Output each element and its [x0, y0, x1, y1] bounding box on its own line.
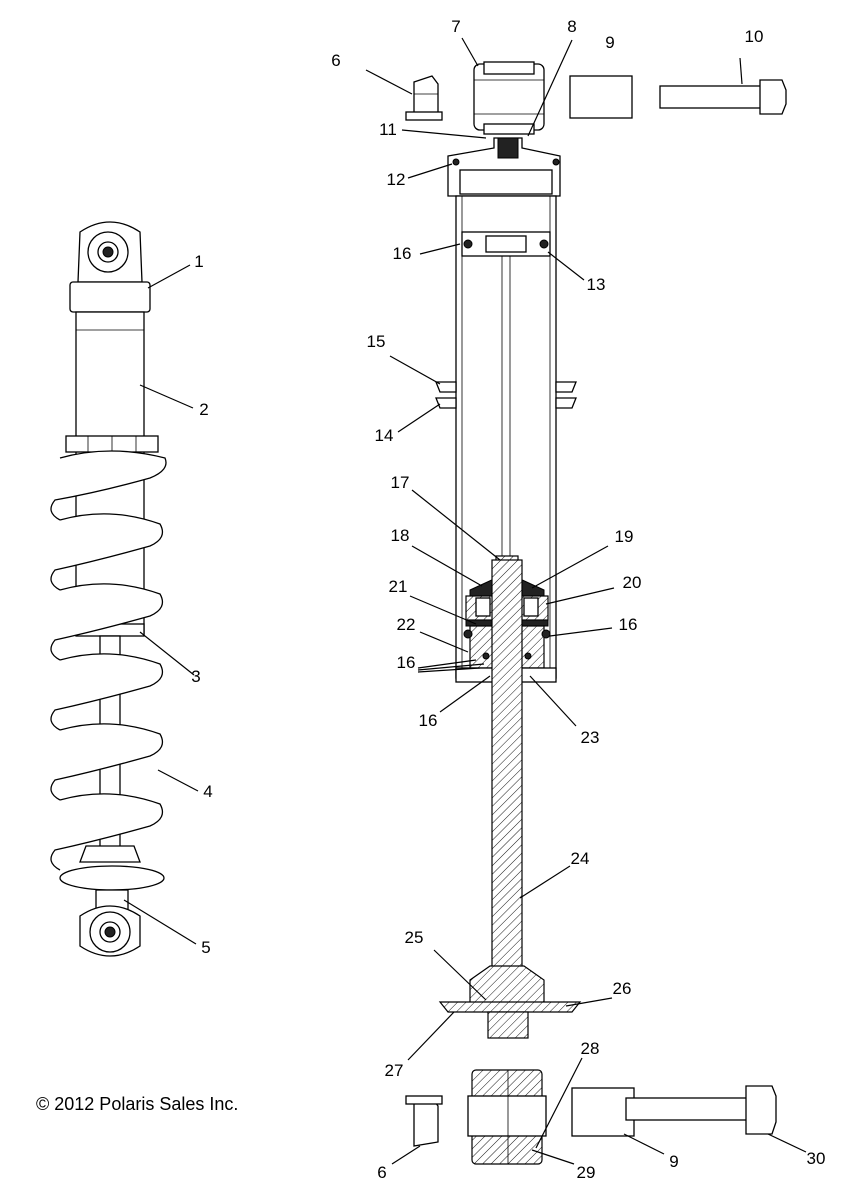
callout-14: 14 — [375, 426, 394, 445]
callout-21: 21 — [389, 577, 408, 596]
callout-8: 8 — [567, 17, 576, 36]
callout-26: 26 — [613, 979, 632, 998]
callout-9-bottom: 9 — [669, 1152, 678, 1171]
callout-27: 27 — [385, 1061, 404, 1080]
callout-13: 13 — [587, 275, 606, 294]
callout-4: 4 — [203, 782, 212, 801]
flange-nut-top — [405, 75, 443, 121]
callout-15: 15 — [367, 332, 386, 351]
callout-6-bottom: 6 — [377, 1163, 386, 1182]
callout-19: 19 — [615, 527, 634, 546]
callout-23: 23 — [581, 728, 600, 747]
callout-6-top: 6 — [331, 51, 340, 70]
callout-16-d: 16 — [419, 711, 438, 730]
callout-24: 24 — [571, 849, 590, 868]
callout-10: 10 — [745, 27, 764, 46]
callout-9-top: 9 — [605, 33, 614, 52]
callout-3: 3 — [191, 667, 200, 686]
callout-20: 20 — [623, 573, 642, 592]
shock-section-view — [405, 61, 787, 1165]
callout-2: 2 — [199, 400, 208, 419]
callout-18: 18 — [391, 526, 410, 545]
callout-16-a: 16 — [393, 244, 412, 263]
callout-29: 29 — [577, 1163, 596, 1182]
callout-16-c: 16 — [397, 653, 416, 672]
callout-30: 30 — [807, 1149, 826, 1168]
callout-7: 7 — [451, 17, 460, 36]
assembled-shock — [50, 221, 167, 957]
leader-lines — [123, 37, 807, 1165]
callout-5: 5 — [201, 938, 210, 957]
callout-1: 1 — [194, 252, 203, 271]
callout-22: 22 — [397, 615, 416, 634]
callout-16-b: 16 — [619, 615, 638, 634]
callout-25: 25 — [405, 928, 424, 947]
callout-28: 28 — [581, 1039, 600, 1058]
callout-17: 17 — [391, 473, 410, 492]
callout-12: 12 — [387, 170, 406, 189]
coil-spring — [50, 450, 167, 871]
copyright-notice: © 2012 Polaris Sales Inc. — [36, 1094, 238, 1114]
callout-labels: 1 2 3 4 5 6 6 7 8 9 9 10 11 12 13 14 15 … — [191, 17, 825, 1182]
callout-11: 11 — [379, 120, 397, 139]
